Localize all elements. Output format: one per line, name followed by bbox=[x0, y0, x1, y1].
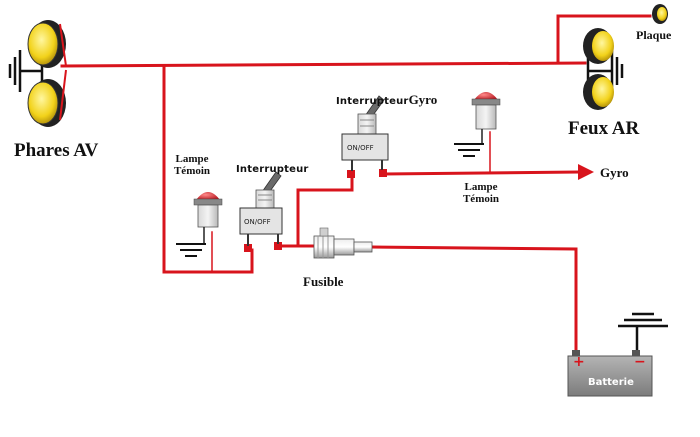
label-lampe-right-line2: Témoin bbox=[462, 193, 500, 205]
rear-lights bbox=[583, 28, 624, 110]
indicator-lamp-left bbox=[176, 192, 223, 257]
wire-bottom-left bbox=[162, 248, 254, 274]
switch-left-onoff: ON/OFF bbox=[244, 218, 271, 226]
label-interrupteur-right-suffix: Gyro bbox=[408, 92, 438, 107]
label-plaque: Plaque bbox=[636, 28, 672, 42]
toggle-switch-left: ON/OFF bbox=[239, 171, 283, 246]
switch-right-onoff: ON/OFF bbox=[347, 144, 374, 152]
battery-minus: − bbox=[634, 354, 646, 370]
gyro-arrow bbox=[578, 164, 594, 180]
battery: + − Batterie bbox=[567, 312, 668, 397]
label-lampe-left-line2: Témoin bbox=[173, 165, 211, 177]
label-interrupteur-left: Interrupteur bbox=[236, 164, 309, 175]
wire-rear-up bbox=[556, 14, 652, 65]
label-gyro: Gyro bbox=[600, 165, 629, 180]
wire-main-top bbox=[60, 61, 587, 68]
wire-to-switch2 bbox=[278, 174, 354, 248]
plate-light bbox=[652, 4, 668, 24]
label-lampe-temoin-left: Lampe Témoin bbox=[172, 153, 212, 177]
wires bbox=[60, 14, 652, 352]
label-fusible: Fusible bbox=[303, 274, 344, 289]
label-interrupteur-right: Interrupteur bbox=[336, 96, 409, 107]
indicator-lamp-right bbox=[454, 92, 501, 157]
fuse bbox=[313, 227, 373, 259]
label-lampe-right-line1: Lampe bbox=[464, 181, 498, 193]
label-feux-ar: Feux AR bbox=[568, 118, 640, 139]
label-interrupteur-gyro: InterrupteurGyro bbox=[336, 91, 437, 109]
label-lampe-left-line1: Lampe bbox=[175, 153, 209, 165]
battery-label: Batterie bbox=[588, 377, 634, 388]
label-lampe-temoin-right: Lampe Témoin bbox=[459, 181, 503, 205]
toggle-switch-right: ON/OFF bbox=[341, 95, 389, 171]
battery-plus: + bbox=[573, 354, 585, 370]
terminals bbox=[244, 169, 387, 252]
wire-gyro bbox=[382, 170, 580, 176]
label-phares-av: Phares AV bbox=[14, 140, 99, 161]
front-headlights bbox=[8, 20, 67, 127]
wire-batt bbox=[370, 245, 578, 352]
